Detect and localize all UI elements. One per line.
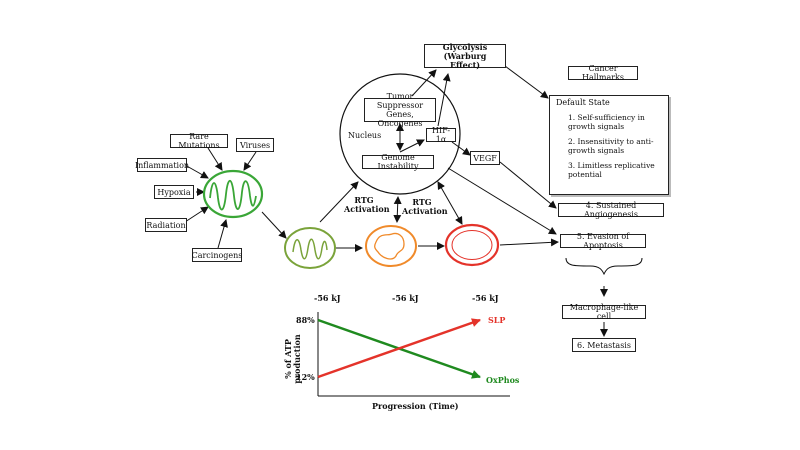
default-item-3: 3. Limitless replicative potential [568,161,655,179]
atp-chart [317,312,510,397]
arrow-hif-vegf [451,141,471,156]
arrow-glycolysis-default [504,65,549,99]
box-evasion-apoptosis: 5. Evasion of Apoptosis [560,232,646,250]
box-viruses: Viruses [236,138,274,152]
default-state-list: 1. Self-sufficiency in growth signals 2.… [568,113,664,185]
default-state-title: Default State [556,98,610,107]
arrow-radiation [184,206,209,223]
box-hif: HIF-1α [426,126,456,144]
rtg-activation-label-1: RTG Activation [344,195,390,214]
mitochondrion-normal [202,169,264,219]
box-rare-mutations: Rare Mutations [170,132,228,150]
default-item-1: 1. Self-sufficiency in growth signals [568,113,645,131]
series-label-slp: SLP [488,315,506,325]
arrow-hif-glycolysis [437,73,451,127]
box-sustained-angiogenesis: 4. Sustained Angiogenesis [558,201,664,219]
box-carcinogens: Carcinogens [192,248,242,262]
arrow-tsg-glycolysis [411,69,437,97]
y-tick-12: 12% [296,372,315,382]
box-genome-instability: Genome Instability [362,153,434,171]
arrow-viruses [243,151,257,171]
arrow-rare-mutations [207,147,223,171]
box-default-state [549,95,669,195]
arrow-inflammation [184,164,209,179]
rtg-activation-label-2: RTG Activation [402,197,448,216]
arrow-carcinogens [217,219,228,249]
energy-label-3: -56 kJ [472,293,499,303]
mitochondrion-stage-2 [284,227,336,269]
x-axis-label: Progression (Time) [372,401,459,411]
box-radiation: Radiation [145,218,187,232]
box-cancer-hallmarks: Cancer Hallmarks [568,64,638,82]
energy-label-2: -56 kJ [392,293,419,303]
arrow-rtg-1 [319,181,359,223]
arrow-nucleus-apoptosis [447,167,557,235]
arrow-mito1-mito2 [261,211,287,239]
arrow-nucleus-mito4 [437,181,463,225]
mitochondrion-stage-3 [365,225,417,267]
y-axis-label: % of ATP production [283,334,302,384]
box-inflammation: Inflammation [135,158,189,172]
series-line-slp [317,318,481,379]
box-vegf: VEGF [470,151,500,165]
box-macrophage: Macrophage-like cell [562,303,646,321]
nucleus-label: Nucleus [348,131,382,140]
arrow-rtg-2 [393,196,402,223]
energy-label-1: -56 kJ [314,293,341,303]
box-glycolysis: Glycolysis (Warburg Effect) [424,42,506,69]
y-tick-88: 88% [296,315,315,325]
box-metastasis: 6. Metastasis [572,338,636,352]
box-tumor-suppressor: Tumor Suppressor Genes, Oncogenes [364,92,436,128]
arrow-to-apoptosis [499,238,559,247]
box-hypoxia: Hypoxia [154,185,194,199]
hallmark-brace [565,257,643,276]
mitochondrion-stage-4 [444,223,500,267]
series-label-oxphos: OxPhos [486,375,520,385]
arrow-vegf-angiogenesis [499,161,557,209]
default-item-2: 2. Insensitivity to anti-growth signals [568,137,654,155]
stressor-arrows [184,147,257,249]
arrow-genome-hif [399,139,425,153]
